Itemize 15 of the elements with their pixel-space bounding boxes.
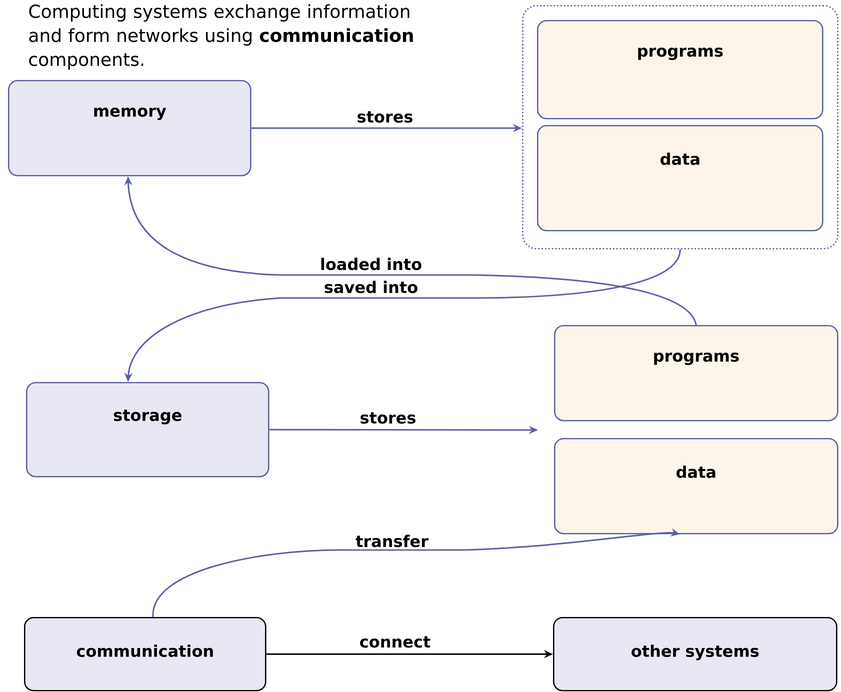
content-box: data [554, 438, 838, 534]
group-box [522, 5, 838, 250]
component-box: storage [26, 382, 270, 478]
content-box: data [537, 125, 824, 232]
content-box: programs [554, 325, 838, 422]
component-box: memory [8, 80, 252, 176]
component-box: communication [24, 617, 266, 692]
edge-label: loaded into [314, 256, 428, 272]
content-box: programs [537, 20, 824, 120]
edge-label: saved into [318, 278, 424, 296]
edge-label: transfer [350, 532, 434, 550]
component-box: other systems [553, 617, 838, 692]
edge-label: connect [353, 634, 437, 650]
edge-label: stores [354, 410, 422, 426]
edge-label: stores [350, 109, 420, 125]
